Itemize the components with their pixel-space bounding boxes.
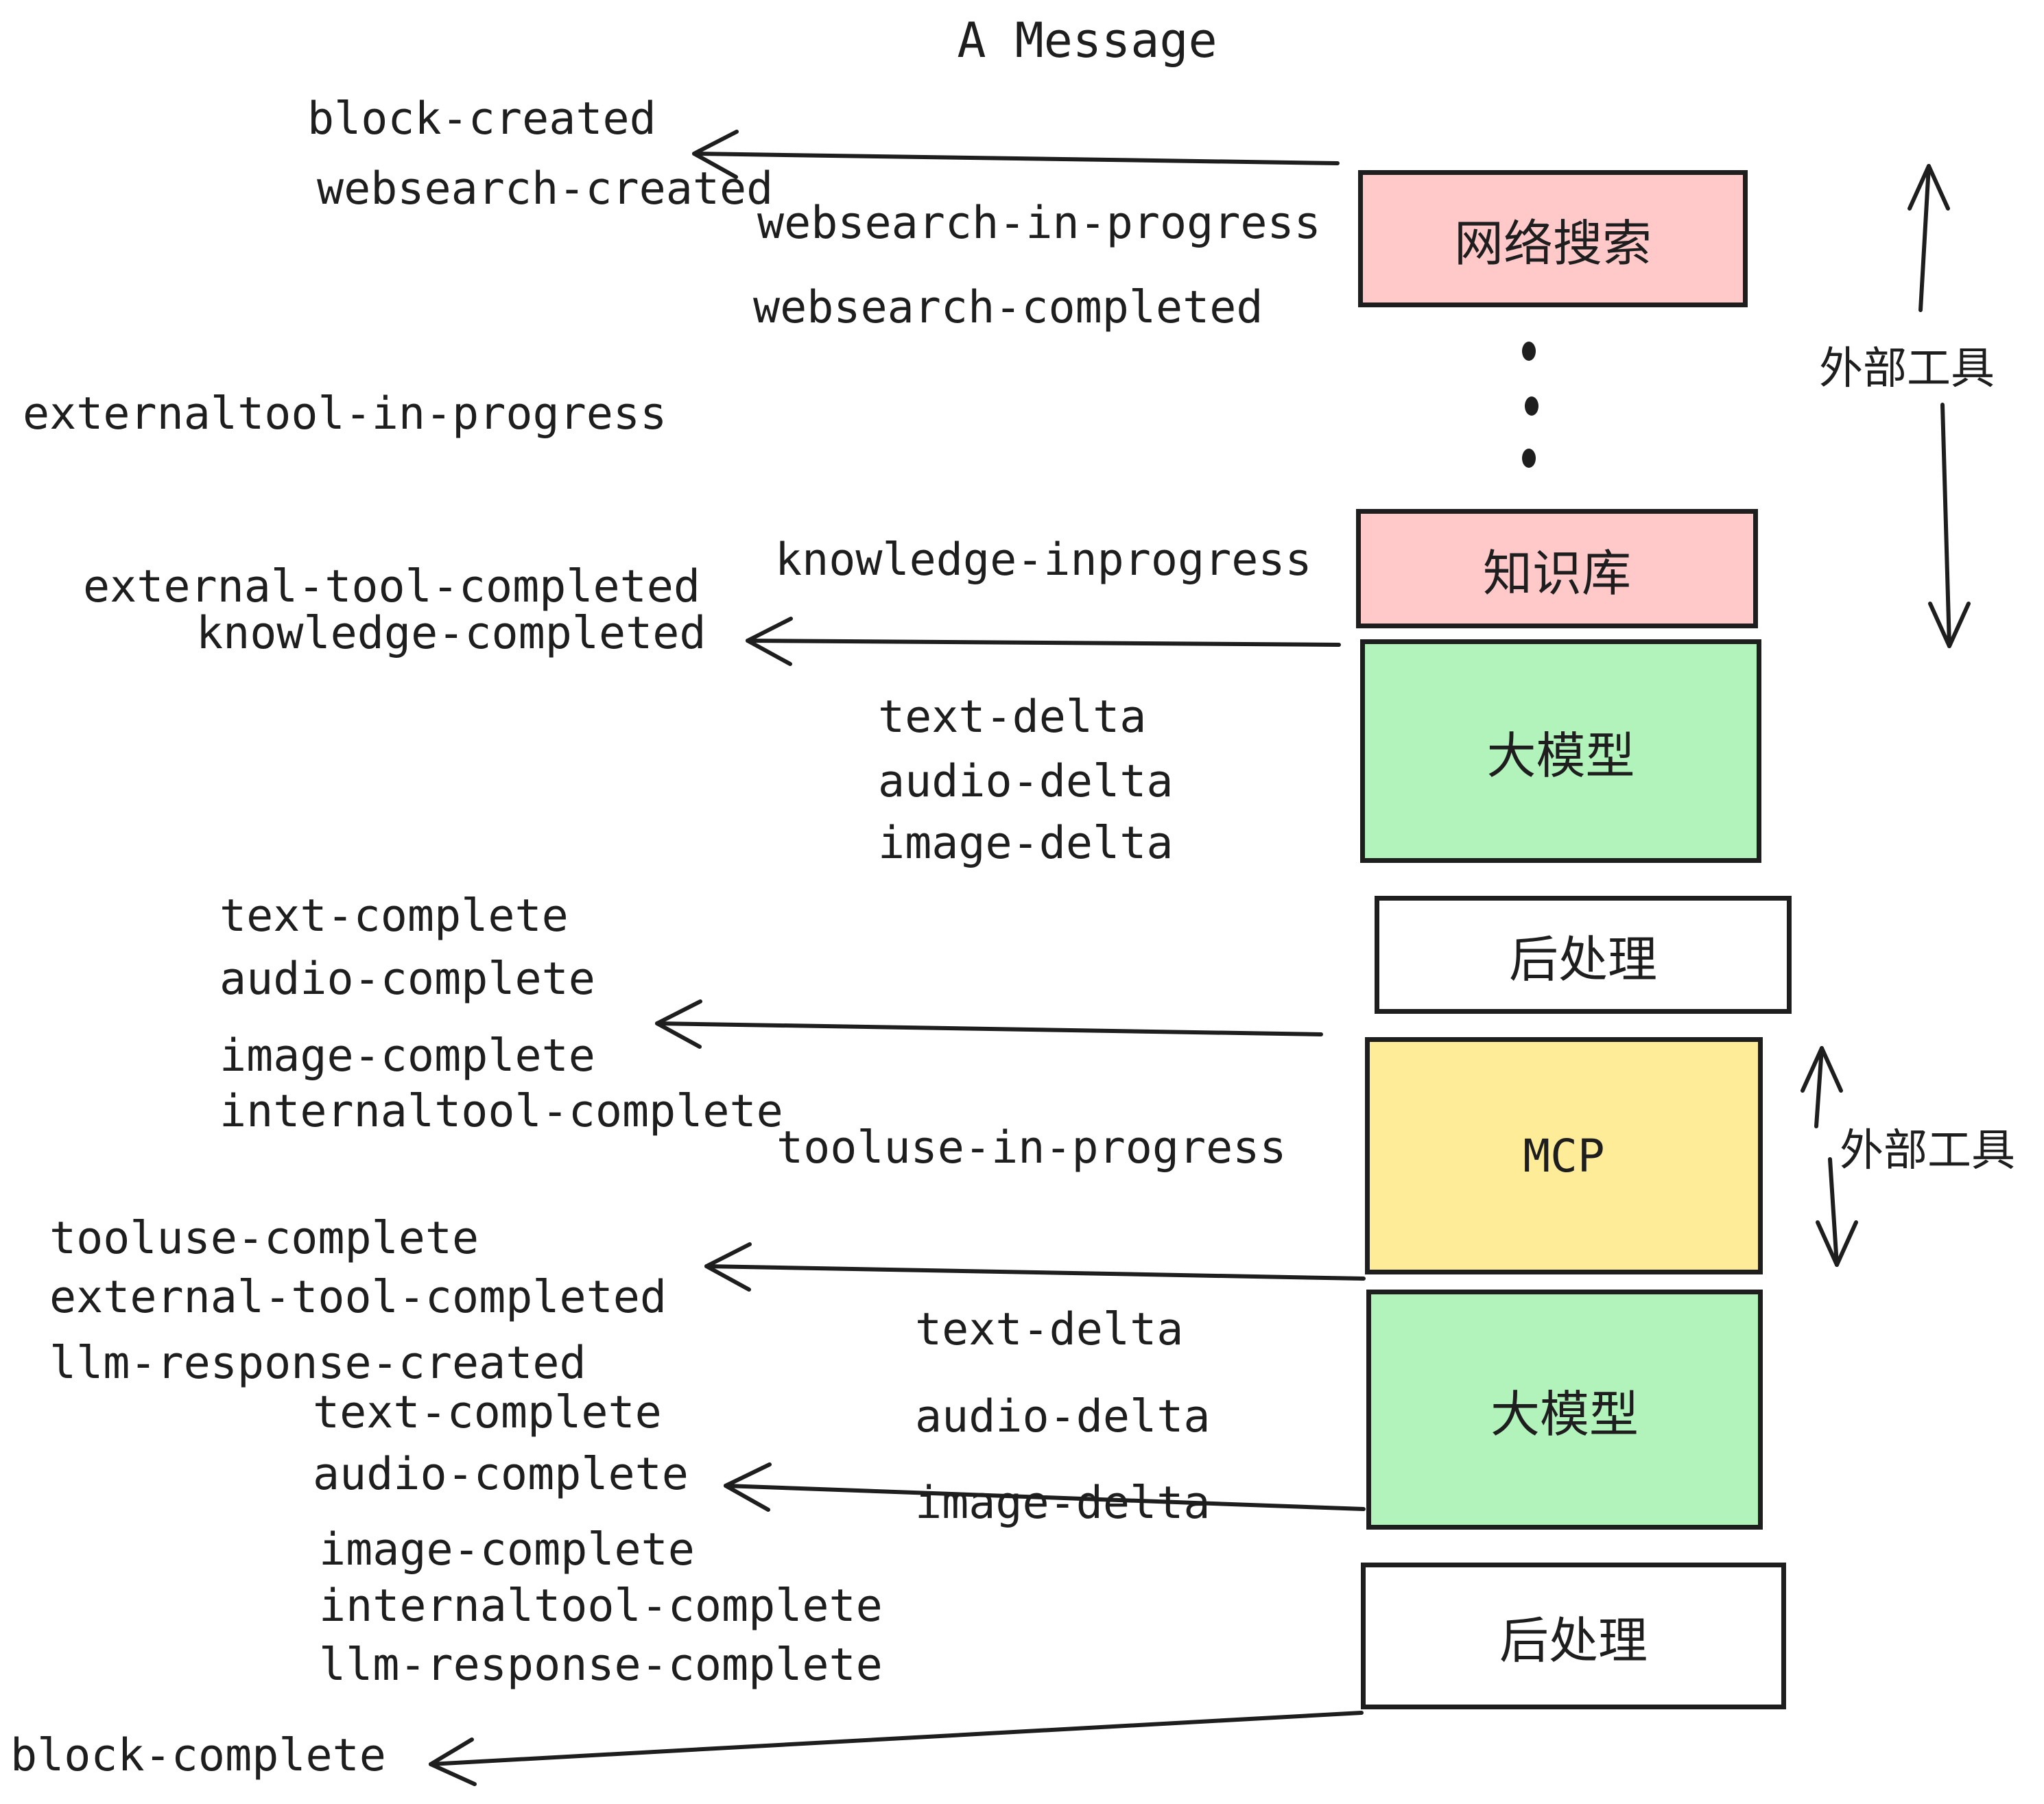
event-internaltool-complete-1: internaltool-complete <box>219 1086 783 1137</box>
node-llm-2-label: 大模型 <box>1490 1385 1639 1443</box>
node-postprocess-2: 后处理 <box>1361 1563 1786 1709</box>
arrow-llm1-to-knowledge-completed <box>746 617 1341 666</box>
event-text-delta-1: text-delta <box>878 691 1147 743</box>
event-block-complete: block-complete <box>10 1730 386 1781</box>
node-llm-2: 大模型 <box>1366 1290 1763 1530</box>
node-postprocess-2-label: 后处理 <box>1499 1611 1648 1670</box>
event-image-delta-2: image-delta <box>915 1477 1211 1529</box>
node-knowledge-label: 知识库 <box>1482 544 1631 602</box>
event-websearch-in-progress: websearch-in-progress <box>757 198 1321 249</box>
node-mcp: MCP <box>1365 1037 1763 1274</box>
node-mcp-label: MCP <box>1523 1129 1605 1183</box>
event-audio-delta-2: audio-delta <box>915 1391 1211 1443</box>
event-audio-complete-1: audio-complete <box>219 953 595 1005</box>
event-tooluse-in-progress: tooluse-in-progress <box>776 1122 1287 1174</box>
event-audio-complete-2: audio-complete <box>313 1449 689 1500</box>
node-websearch: 网络搜索 <box>1358 170 1748 307</box>
external-tools-up-arrow-1 <box>1908 164 1950 312</box>
arrow-mcp-to-tooluse-complete <box>704 1242 1366 1292</box>
event-image-complete-1: image-complete <box>219 1030 595 1082</box>
node-postprocess-1: 后处理 <box>1375 896 1792 1014</box>
event-tooluse-complete: tooluse-complete <box>49 1213 479 1264</box>
event-websearch-created: websearch-created <box>317 163 774 215</box>
node-llm-1: 大模型 <box>1360 639 1761 863</box>
node-postprocess-1-label: 后处理 <box>1508 930 1657 988</box>
event-internaltool-complete-2: internaltool-complete <box>319 1580 883 1632</box>
event-text-delta-2: text-delta <box>915 1304 1184 1355</box>
event-text-complete-1: text-complete <box>219 890 569 942</box>
external-tools-up-arrow-2 <box>1801 1046 1843 1128</box>
event-image-complete-2: image-complete <box>319 1524 695 1576</box>
diagram-title: A Message <box>957 12 1217 69</box>
ellipsis-dots <box>1522 342 1538 468</box>
event-external-tool-completed-1: external-tool-completed <box>83 561 701 613</box>
node-llm-1-label: 大模型 <box>1486 726 1635 785</box>
event-audio-delta-1: audio-delta <box>878 756 1174 807</box>
event-text-complete-2: text-complete <box>313 1387 662 1438</box>
arrow-mcp-to-image-complete <box>655 999 1323 1049</box>
event-websearch-completed: websearch-completed <box>753 282 1263 333</box>
arrow-postprocess2-to-block-complete <box>429 1711 1364 1786</box>
external-tools-label-1: 外部工具 <box>1819 344 1995 394</box>
external-tools-down-arrow-1 <box>1928 403 1971 648</box>
event-external-tool-completed-2: external-tool-completed <box>49 1272 667 1323</box>
event-image-delta-1: image-delta <box>878 818 1174 869</box>
event-block-created: block-created <box>307 93 656 145</box>
node-knowledge: 知识库 <box>1356 509 1758 628</box>
node-websearch-label: 网络搜索 <box>1453 214 1652 272</box>
external-tools-label-2: 外部工具 <box>1840 1126 2015 1176</box>
event-knowledge-completed: knowledge-completed <box>196 608 706 659</box>
event-llm-response-created: llm-response-created <box>49 1338 586 1389</box>
event-externaltool-in-progress: externaltool-in-progress <box>23 388 667 440</box>
event-knowledge-inprogress: knowledge-inprogress <box>775 534 1312 586</box>
arrow-websearch-to-block-created <box>692 130 1340 179</box>
event-llm-response-complete: llm-response-complete <box>319 1639 883 1691</box>
